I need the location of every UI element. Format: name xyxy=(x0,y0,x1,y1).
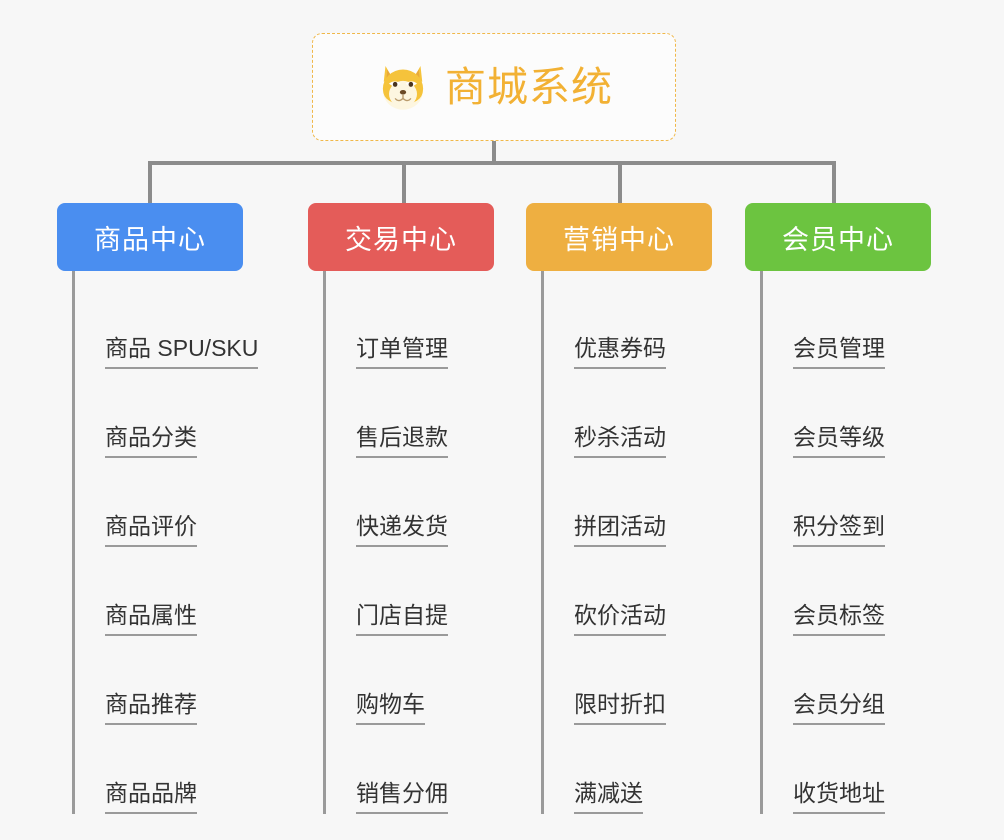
item-label: 商品品牌 xyxy=(105,780,197,814)
item-label: 快递发货 xyxy=(356,513,448,547)
root-node[interactable]: 商城系统 xyxy=(312,33,676,141)
list-item[interactable]: 会员标签 xyxy=(763,547,931,636)
item-label: 门店自提 xyxy=(356,602,448,636)
connector-drop-2 xyxy=(402,161,406,205)
category-title: 营销中心 xyxy=(563,224,675,255)
column-member-center: 会员中心 会员管理 会员等级 积分签到 会员标签 会员分组 收货地址 xyxy=(745,203,931,814)
item-label: 收货地址 xyxy=(793,780,885,814)
list-item[interactable]: 会员分组 xyxy=(763,636,931,725)
item-list: 会员管理 会员等级 积分签到 会员标签 会员分组 收货地址 xyxy=(760,271,931,814)
list-item[interactable]: 商品推荐 xyxy=(75,636,258,725)
category-title: 商品中心 xyxy=(94,224,206,255)
item-label: 会员等级 xyxy=(793,424,885,458)
item-label: 销售分佣 xyxy=(356,780,448,814)
item-label: 商品 SPU/SKU xyxy=(105,335,259,369)
item-label: 商品属性 xyxy=(105,602,197,636)
item-label: 商品评价 xyxy=(105,513,197,547)
list-item[interactable]: 商品分类 xyxy=(75,369,258,458)
list-item[interactable]: 秒杀活动 xyxy=(544,369,712,458)
column-trade-center: 交易中心 订单管理 售后退款 快递发货 门店自提 购物车 销售分佣 xyxy=(308,203,494,814)
list-item[interactable]: 优惠券码 xyxy=(544,280,712,369)
item-label: 砍价活动 xyxy=(574,602,666,636)
category-header-product-center[interactable]: 商品中心 xyxy=(57,203,243,271)
list-item[interactable]: 商品评价 xyxy=(75,458,258,547)
category-header-marketing-center[interactable]: 营销中心 xyxy=(526,203,712,271)
item-label: 积分签到 xyxy=(793,513,885,547)
list-item[interactable]: 商品 SPU/SKU xyxy=(75,280,259,369)
item-label: 购物车 xyxy=(356,691,425,725)
list-item[interactable]: 砍价活动 xyxy=(544,547,712,636)
connector-drop-3 xyxy=(618,161,622,205)
connector-drop-4 xyxy=(832,161,836,205)
item-list: 商品 SPU/SKU 商品分类 商品评价 商品属性 商品推荐 商品品牌 xyxy=(72,271,259,814)
connector-root-stem xyxy=(492,141,496,165)
list-item[interactable]: 积分签到 xyxy=(763,458,931,547)
item-label: 优惠券码 xyxy=(574,335,666,369)
category-header-trade-center[interactable]: 交易中心 xyxy=(308,203,494,271)
root-title: 商城系统 xyxy=(445,63,613,110)
item-label: 拼团活动 xyxy=(574,513,666,547)
list-item[interactable]: 商品品牌 xyxy=(75,725,258,814)
connector-horizontal-bus xyxy=(148,161,836,165)
item-label: 商品推荐 xyxy=(105,691,197,725)
list-item[interactable]: 销售分佣 xyxy=(326,725,494,814)
category-header-member-center[interactable]: 会员中心 xyxy=(745,203,931,271)
list-item[interactable]: 会员等级 xyxy=(763,369,931,458)
shiba-dog-emoji xyxy=(375,59,431,115)
item-label: 售后退款 xyxy=(356,424,448,458)
connector-drop-1 xyxy=(148,161,152,205)
item-list: 订单管理 售后退款 快递发货 门店自提 购物车 销售分佣 xyxy=(323,271,494,814)
list-item[interactable]: 限时折扣 xyxy=(544,636,712,725)
list-item[interactable]: 快递发货 xyxy=(326,458,494,547)
list-item[interactable]: 门店自提 xyxy=(326,547,494,636)
list-item[interactable]: 收货地址 xyxy=(763,725,931,814)
list-item[interactable]: 售后退款 xyxy=(326,369,494,458)
item-label: 满减送 xyxy=(574,780,643,814)
column-marketing-center: 营销中心 优惠券码 秒杀活动 拼团活动 砍价活动 限时折扣 满减送 xyxy=(526,203,712,814)
item-label: 会员分组 xyxy=(793,691,885,725)
item-label: 限时折扣 xyxy=(574,691,666,725)
category-title: 交易中心 xyxy=(345,224,457,255)
item-label: 商品分类 xyxy=(105,424,197,458)
column-product-center: 商品中心 商品 SPU/SKU 商品分类 商品评价 商品属性 商品推荐 商品品牌 xyxy=(57,203,259,814)
item-label: 订单管理 xyxy=(356,335,448,369)
item-label: 会员管理 xyxy=(793,335,885,369)
category-title: 会员中心 xyxy=(782,224,894,255)
item-label: 秒杀活动 xyxy=(574,424,666,458)
list-item[interactable]: 购物车 xyxy=(326,636,494,725)
item-list: 优惠券码 秒杀活动 拼团活动 砍价活动 限时折扣 满减送 xyxy=(541,271,712,814)
list-item[interactable]: 商品属性 xyxy=(75,547,258,636)
list-item[interactable]: 拼团活动 xyxy=(544,458,712,547)
list-item[interactable]: 订单管理 xyxy=(326,280,494,369)
list-item[interactable]: 会员管理 xyxy=(763,280,931,369)
list-item[interactable]: 满减送 xyxy=(544,725,712,814)
item-label: 会员标签 xyxy=(793,602,885,636)
